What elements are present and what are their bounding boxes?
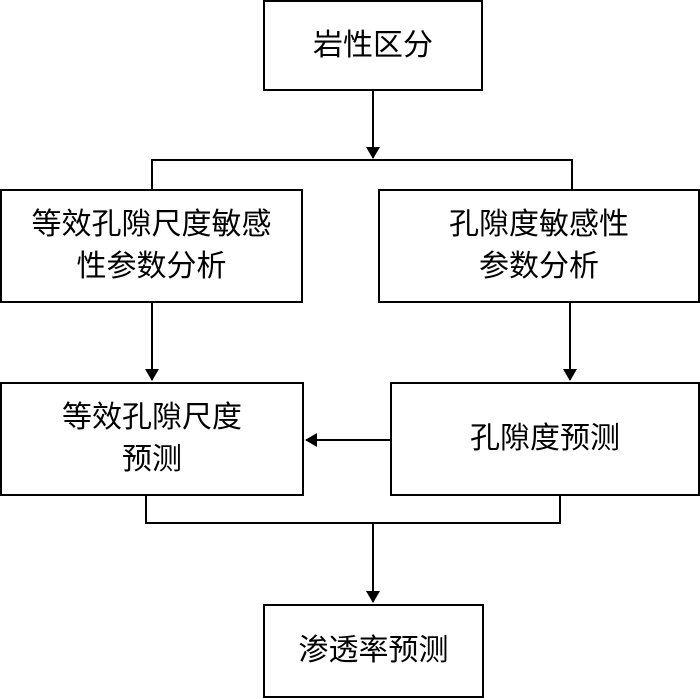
permeability-prediction-box: 渗透率预测 — [263, 604, 484, 698]
permeability-prediction-label-line: 渗透率预测 — [298, 633, 449, 668]
equivalent-pore-sensitivity-box: 等效孔隙尺度敏感 性参数分析 — [0, 189, 303, 303]
split-connector — [151, 159, 573, 189]
equivalent-pore-prediction-label: 等效孔隙尺度 预测 — [62, 397, 242, 481]
equivalent-pore-sensitivity-label-line-2: 性参数分析 — [76, 249, 227, 284]
porosity-prediction-box: 孔隙度预测 — [390, 382, 700, 496]
porosity-sensitivity-label-line-2: 参数分析 — [479, 249, 599, 284]
equivalent-pore-prediction-box: 等效孔隙尺度 预测 — [0, 382, 304, 496]
porosity-sensitivity-label: 孔隙度敏感性 参数分析 — [449, 204, 629, 288]
permeability-prediction-label: 渗透率预测 — [299, 630, 449, 672]
lithology-label-line: 岩性区分 — [313, 27, 433, 63]
merge-connector — [145, 496, 561, 524]
porosity-prediction-label: 孔隙度预测 — [470, 418, 620, 460]
porosity-prediction-label-line: 孔隙度预测 — [470, 421, 620, 456]
lithology-box: 岩性区分 — [263, 0, 483, 91]
porosity-sensitivity-box: 孔隙度敏感性 参数分析 — [378, 189, 700, 303]
lithology-label: 岩性区分 — [313, 25, 433, 67]
porosity-sensitivity-label-line-1: 孔隙度敏感性 — [449, 207, 629, 242]
equivalent-pore-sensitivity-label-line-1: 等效孔隙尺度敏感 — [31, 207, 272, 242]
equivalent-pore-sensitivity-label: 等效孔隙尺度敏感 性参数分析 — [32, 204, 272, 288]
equivalent-pore-prediction-label-line-2: 预测 — [122, 442, 182, 477]
equivalent-pore-prediction-label-line-1: 等效孔隙尺度 — [62, 400, 242, 435]
